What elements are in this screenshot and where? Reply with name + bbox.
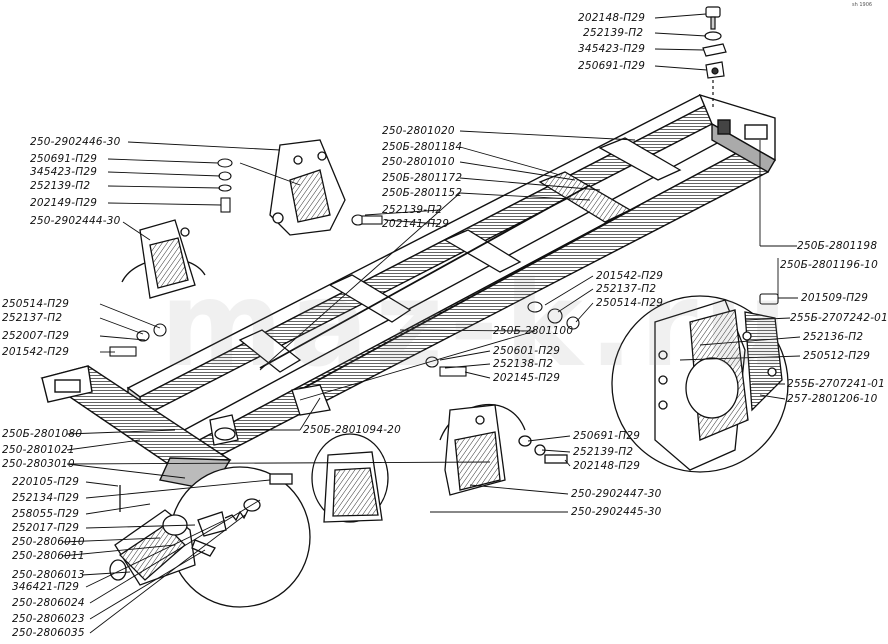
part-label: 257-2801206-10 — [787, 393, 878, 405]
part-label: 250-2902444-30 — [30, 215, 121, 227]
part-label: 250Б-2801080 — [2, 428, 83, 440]
part-label: 250-2902447-30 — [571, 488, 662, 500]
part-label: 202149-П29 — [30, 197, 98, 209]
callout-leader-lines — [61, 13, 801, 634]
tow-hook-bolt — [759, 293, 779, 305]
part-label: 250-2806035 — [12, 627, 85, 639]
part-label: 201542-П29 — [2, 346, 70, 358]
part-label: 250514-П29 — [596, 297, 664, 309]
part-label: 252136-П2 — [803, 331, 864, 343]
left-bolt-set — [109, 323, 167, 357]
part-label: 202141-П29 — [382, 218, 450, 230]
part-label: 250-2806013 — [12, 569, 85, 581]
top-left-bolt-stack — [217, 158, 233, 213]
top-left-spring-bracket — [269, 139, 346, 236]
part-label: 252138-П2 — [493, 358, 554, 370]
part-label: 250-2801021 — [2, 444, 75, 456]
part-label: 202148-П29 — [578, 12, 646, 24]
part-label: 250-2806010 — [12, 536, 85, 548]
part-label: 252017-П29 — [12, 522, 80, 534]
part-label: 220105-П29 — [12, 476, 80, 488]
part-label: 250691-П29 — [578, 60, 646, 72]
part-label: 252137-П2 — [596, 283, 657, 295]
part-label: 250Б-2801196-10 — [780, 259, 878, 271]
part-label: 252134-П29 — [12, 492, 80, 504]
part-label: 250Б-2801184 — [382, 141, 463, 153]
part-label: 250-2806023 — [12, 613, 85, 625]
front-tow-pin-inset — [109, 466, 311, 608]
small-bracket-inset — [121, 219, 206, 299]
part-label: 250Б-2801152 — [382, 187, 463, 199]
part-label: 252137-П2 — [2, 312, 63, 324]
part-label: 252139-П2 — [30, 180, 91, 192]
part-label: 250514-П29 — [2, 298, 70, 310]
part-label: 345423-П29 — [30, 166, 98, 178]
rear-bolt-stack — [702, 6, 727, 108]
front-bumper — [40, 365, 232, 491]
part-label: 250-2902445-30 — [571, 506, 662, 518]
frame-diagonal-braces — [259, 184, 641, 391]
part-label: 250-2806011 — [12, 550, 85, 562]
part-label: 255Б-2707242-01 — [790, 312, 888, 324]
part-label: 250Б-2801094-20 — [303, 424, 401, 436]
part-label: 250-2806024 — [12, 597, 85, 609]
part-label: 201509-П29 — [801, 292, 869, 304]
lower-right-spring-bracket — [439, 403, 568, 496]
part-label: 258055-П29 — [12, 508, 80, 520]
part-label: 255Б-2707241-01 — [787, 378, 885, 390]
part-label: 250-2902446-30 — [30, 136, 121, 148]
part-label: 252139-П2 — [573, 446, 634, 458]
part-label: 250-2801020 — [382, 125, 455, 137]
part-label: 345423-П29 — [578, 43, 646, 55]
part-label: 252139-П2 — [382, 204, 443, 216]
corner-stamp: sh 1906 — [852, 2, 873, 8]
part-label: 250691-П29 — [30, 153, 98, 165]
tow-hook-inset — [611, 295, 789, 473]
part-label: 250Б-2801172 — [382, 172, 463, 184]
part-label: 201542-П29 — [596, 270, 664, 282]
part-label: 202145-П29 — [493, 372, 561, 384]
lower-support-brackets — [209, 384, 331, 446]
cross-members — [238, 137, 682, 373]
part-label: 250Б-2801100 — [493, 325, 574, 337]
part-label: 250512-П29 — [803, 350, 871, 362]
lower-center-bracket — [311, 433, 389, 523]
part-label: 250-2801010 — [382, 156, 455, 168]
part-label: 346421-П29 — [12, 581, 80, 593]
part-label: 250-2803010 — [2, 458, 75, 470]
part-label: 250691-П29 — [573, 430, 641, 442]
part-label: 252007-П29 — [2, 330, 70, 342]
part-label: 250Б-2801198 — [797, 240, 878, 252]
part-label: 202148-П29 — [573, 460, 641, 472]
part-label: 250601-П29 — [493, 345, 561, 357]
middle-bolt-set — [425, 301, 580, 377]
part-label: 252139-П2 — [583, 27, 644, 39]
rear-cross-member — [698, 93, 776, 173]
mid-top-bolt — [351, 214, 383, 226]
